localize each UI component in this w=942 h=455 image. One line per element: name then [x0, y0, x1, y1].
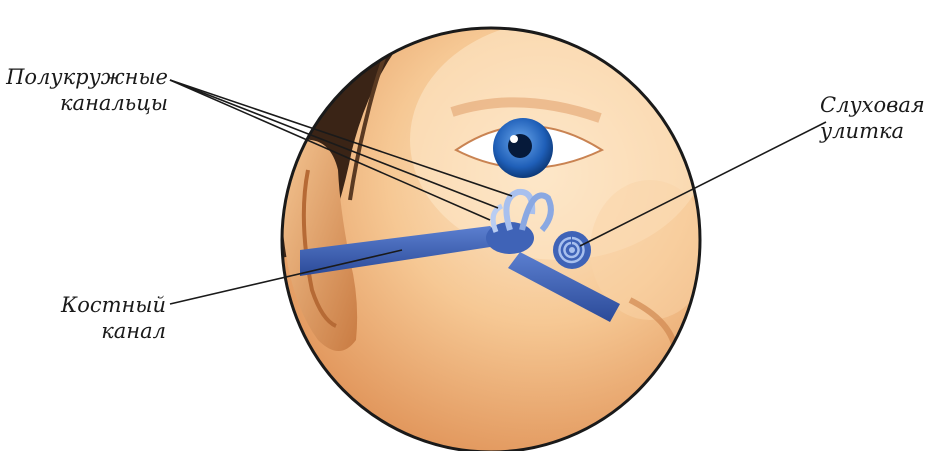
label-cochlea-line1: Слуховая [820, 92, 925, 118]
label-bone-canal-line2: канал [30, 318, 166, 344]
cochlea-center [569, 247, 575, 253]
label-bone-canal: Костный канал [30, 292, 166, 344]
label-semicircular-canals-line2: канальцы [0, 90, 168, 116]
label-semicircular-canals: Полукружные канальцы [0, 64, 168, 116]
label-semicircular-canals-line1: Полукружные [0, 64, 168, 90]
eye-highlight [510, 135, 518, 143]
face-illustration [270, 20, 720, 451]
label-cochlea-line2: улитка [820, 118, 925, 144]
label-bone-canal-line1: Костный [30, 292, 166, 318]
label-cochlea: Слуховая улитка [820, 92, 925, 144]
